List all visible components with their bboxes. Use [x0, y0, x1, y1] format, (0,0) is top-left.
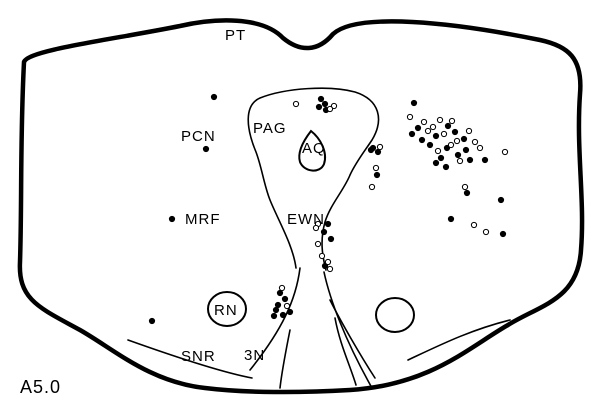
label-aq: AQ: [302, 140, 326, 157]
filled-neuron-marker: [442, 163, 450, 171]
aqueduct-outline: [298, 129, 326, 172]
filled-neuron-marker: [463, 189, 471, 197]
open-neuron-marker: [324, 258, 332, 266]
filled-neuron-marker: [270, 312, 278, 320]
open-neuron-marker: [501, 148, 509, 156]
label-3n: 3N: [244, 347, 265, 364]
open-neuron-marker: [318, 252, 326, 260]
filled-neuron-marker: [432, 132, 440, 140]
filled-neuron-marker: [279, 311, 287, 319]
open-neuron-marker: [461, 183, 469, 191]
filled-neuron-marker: [481, 156, 489, 164]
open-neuron-marker: [465, 127, 473, 135]
filled-neuron-marker: [443, 144, 451, 152]
filled-neuron-marker: [317, 95, 325, 103]
oculomotor-nerve-right: [334, 317, 357, 386]
red-nucleus-right: [375, 297, 415, 333]
filled-neuron-marker: [320, 228, 328, 236]
filled-neuron-marker: [499, 230, 507, 238]
filled-neuron-marker: [454, 151, 462, 159]
red-nucleus-left: [207, 291, 247, 327]
filled-neuron-marker: [367, 146, 375, 154]
snr-line-right: [407, 319, 511, 361]
filled-neuron-marker: [276, 289, 284, 297]
open-neuron-marker: [453, 137, 461, 145]
filled-neuron-marker: [444, 122, 452, 130]
filled-neuron-marker: [210, 93, 218, 101]
filled-neuron-marker: [497, 196, 505, 204]
filled-neuron-marker: [374, 148, 382, 156]
open-neuron-marker: [482, 228, 490, 236]
filled-neuron-marker: [460, 135, 468, 143]
open-neuron-marker: [476, 144, 484, 152]
filled-neuron-marker: [281, 295, 289, 303]
pag-boundary: [247, 87, 380, 271]
label-pt: PT: [225, 27, 246, 44]
filled-neuron-marker: [462, 146, 470, 154]
label-snr: SNR: [181, 348, 216, 365]
open-neuron-marker: [424, 127, 432, 135]
filled-neuron-marker: [451, 128, 459, 136]
label-ewn: EWN: [287, 211, 325, 228]
open-neuron-marker: [406, 113, 414, 121]
open-neuron-marker: [330, 102, 338, 110]
filled-neuron-marker: [408, 130, 416, 138]
filled-neuron-marker: [432, 159, 440, 167]
filled-neuron-marker: [286, 308, 294, 316]
open-neuron-marker: [434, 147, 442, 155]
filled-neuron-marker: [414, 124, 422, 132]
filled-neuron-marker: [410, 99, 418, 107]
neuron-markers: [148, 93, 509, 325]
open-neuron-marker: [283, 302, 291, 310]
filled-neuron-marker: [466, 156, 474, 164]
open-neuron-marker: [456, 157, 464, 165]
open-neuron-marker: [420, 118, 428, 126]
label-pag: PAG: [253, 120, 287, 137]
filled-neuron-marker: [148, 317, 156, 325]
label-pcn: PCN: [181, 128, 216, 145]
open-neuron-marker: [314, 240, 322, 248]
oculomotor-nerve-left: [279, 329, 291, 389]
filled-neuron-marker: [202, 145, 210, 153]
filled-neuron-marker: [168, 215, 176, 223]
filled-neuron-marker: [447, 215, 455, 223]
section-outline: [17, 18, 585, 395]
open-neuron-marker: [440, 130, 448, 138]
open-neuron-marker: [312, 224, 320, 232]
open-neuron-marker: [447, 141, 455, 149]
label-mrf: MRF: [185, 211, 221, 228]
right-ventral-line-1: [329, 299, 376, 379]
open-neuron-marker: [326, 265, 334, 273]
open-neuron-marker: [429, 123, 437, 131]
filled-neuron-marker: [272, 306, 280, 314]
open-neuron-marker: [448, 117, 456, 125]
midline-right-line: [323, 271, 373, 389]
open-neuron-marker: [326, 105, 334, 113]
open-neuron-marker: [368, 183, 376, 191]
open-neuron-marker: [278, 284, 286, 292]
filled-neuron-marker: [327, 235, 335, 243]
snr-line-left: [127, 339, 253, 379]
filled-neuron-marker: [274, 301, 282, 309]
filled-neuron-marker: [437, 154, 445, 162]
filled-neuron-marker: [324, 220, 332, 228]
filled-neuron-marker: [426, 141, 434, 149]
open-neuron-marker: [376, 143, 384, 151]
open-neuron-marker: [372, 164, 380, 172]
filled-neuron-marker: [373, 171, 381, 179]
open-neuron-marker: [292, 100, 300, 108]
label-rn: RN: [214, 302, 238, 319]
filled-neuron-marker: [418, 136, 426, 144]
open-neuron-marker: [471, 138, 479, 146]
open-neuron-marker: [436, 116, 444, 124]
filled-neuron-marker: [321, 262, 329, 270]
filled-neuron-marker: [321, 100, 329, 108]
filled-neuron-marker: [315, 103, 323, 111]
open-neuron-marker: [470, 221, 478, 229]
section-label: A5.0: [20, 377, 61, 397]
